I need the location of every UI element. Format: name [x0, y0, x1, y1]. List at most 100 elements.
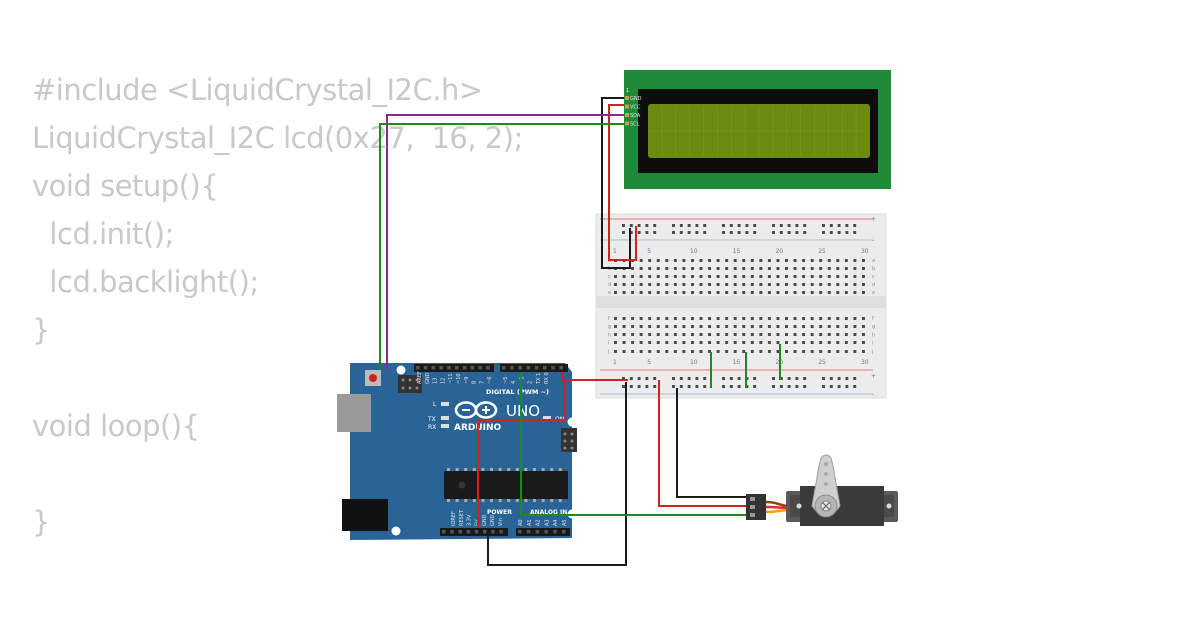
bb-row-letter: i	[872, 341, 873, 347]
code-line: lcd.init();	[32, 217, 174, 251]
digital-label: DIGITAL (PWM ~)	[486, 388, 549, 396]
bb-row-letter: f	[608, 316, 610, 322]
bb-row-letter: i	[608, 341, 609, 347]
digital-pin-label: TX 1	[536, 373, 542, 385]
bb-row-letter: d	[608, 282, 611, 288]
code-line: }	[32, 313, 50, 347]
digital-pin-label: AREF	[417, 371, 423, 384]
lcd-pin-label: VCC	[630, 105, 641, 111]
bb-col-number: 5	[647, 248, 651, 255]
bb-col-number: 25	[818, 248, 826, 255]
wire-signal	[520, 372, 746, 516]
digital-pin-label: 12	[440, 378, 446, 384]
analog-pin-label: A4	[553, 519, 559, 526]
wires	[379, 97, 781, 566]
analog-header[interactable]	[516, 528, 570, 536]
code-listing: #include <LiquidCrystal_I2C.h> LiquidCrys…	[32, 66, 523, 546]
code-line: lcd.backlight();	[32, 265, 259, 299]
tx-label: TX	[427, 416, 436, 423]
digital-pin-label: 7	[479, 381, 485, 384]
bb-row-letter: h	[608, 332, 611, 338]
bb-col-number: 30	[861, 359, 869, 366]
bb-col-number: 30	[861, 248, 869, 255]
code-line: }	[32, 505, 50, 539]
bb-col-number: 15	[733, 359, 741, 366]
digital-pin-label: ~6	[487, 377, 493, 384]
bb-minus-top: -	[872, 237, 874, 244]
power-pin-label: IOREF	[451, 511, 457, 526]
digital-pin-label: 13	[433, 378, 439, 384]
bb-row-letter: f	[872, 316, 874, 322]
on-led	[543, 416, 551, 420]
arduino-logo	[454, 401, 498, 419]
analog-pin-label: A2	[536, 519, 542, 526]
wire-gnd	[487, 382, 627, 566]
lcd-pin-label: SCL	[630, 122, 640, 128]
arduino-uno[interactable]: UNO ARDUINO DIGITAL (PWM ~) POWER ANALOG…	[337, 363, 577, 540]
bb-row-letter: d	[872, 282, 875, 288]
code-line: void loop(){	[32, 409, 200, 443]
analog-label: ANALOG IN	[530, 509, 567, 516]
lcd-pin1-label: 1	[626, 88, 629, 94]
analog-pin-label: A0	[518, 519, 524, 526]
wire-lcd-vcc	[608, 104, 637, 261]
bb-row-letter: c	[872, 274, 875, 280]
l-label: L	[433, 401, 437, 408]
bb-row-letter: g	[608, 324, 611, 330]
digital-pin-label: GND	[425, 372, 431, 384]
power-header[interactable]	[440, 528, 508, 536]
bb-col-number: 1	[613, 248, 617, 255]
analog-pin-label: A3	[544, 519, 550, 526]
bb-row-letter: a	[872, 258, 875, 264]
bb-row-letter: c	[608, 274, 611, 280]
digital-pin-label: ~11	[448, 373, 454, 384]
analog-pin-label: A1	[527, 519, 533, 526]
bb-row-letter: b	[872, 266, 875, 272]
digital-header-low[interactable]	[500, 364, 568, 372]
bb-row-letter: j	[607, 349, 609, 355]
analog-pin-label: A5	[562, 519, 568, 526]
bb-plus-bottom: +	[871, 373, 876, 380]
wire-servo-vcc	[658, 380, 746, 507]
digital-pin-label: 2	[528, 381, 534, 384]
digital-pin-label: ~3	[519, 377, 525, 384]
bb-col-number: 15	[733, 248, 741, 255]
code-line: LiquidCrystal_I2C lcd(0x27, 16, 2);	[32, 121, 523, 155]
bb-col-number: 20	[775, 248, 783, 255]
servo-connector	[746, 494, 766, 520]
digital-header-high[interactable]	[414, 364, 494, 372]
bb-col-number: 1	[613, 359, 617, 366]
digital-pin-label: ~9	[464, 377, 470, 384]
power-pin-label: GND	[490, 514, 496, 526]
bb-col-number: 10	[690, 359, 698, 366]
bb-col-number: 10	[690, 248, 698, 255]
code-line: void setup(){	[32, 169, 219, 203]
power-pin-label: 3.3V	[467, 514, 473, 526]
bb-col-number: 5	[647, 359, 651, 366]
power-pin-label: RESET	[459, 509, 465, 526]
digital-pin-label: 8	[472, 381, 478, 384]
usb-port	[337, 394, 371, 432]
bb-row-letter: e	[872, 290, 875, 296]
digital-pin-label: RX 0	[544, 372, 550, 384]
digital-pin-label: 4	[511, 381, 517, 384]
power-label: POWER	[487, 509, 512, 516]
wire-red-top	[562, 372, 628, 381]
lcd-pin-label: SDA	[630, 113, 641, 119]
bb-row-letter: j	[871, 349, 873, 355]
servo-motor[interactable]	[746, 454, 898, 526]
digital-pin-label: ~10	[456, 373, 462, 384]
wire-lcd-scl	[379, 123, 624, 370]
lcd-pin-label: GND	[630, 96, 642, 102]
bb-minus-bottom: -	[872, 391, 874, 398]
bb-row-letter: e	[608, 290, 611, 296]
bb-row-letter: g	[872, 324, 875, 330]
code-line: #include <LiquidCrystal_I2C.h>	[32, 73, 483, 107]
arduino-model: UNO	[506, 402, 540, 420]
bb-plus-top: +	[871, 216, 876, 223]
wire-lcd-sda	[386, 114, 624, 370]
lcd-module[interactable]: 1 GND VCC SDA SCL	[624, 70, 891, 189]
rx-label: RX	[428, 424, 436, 431]
